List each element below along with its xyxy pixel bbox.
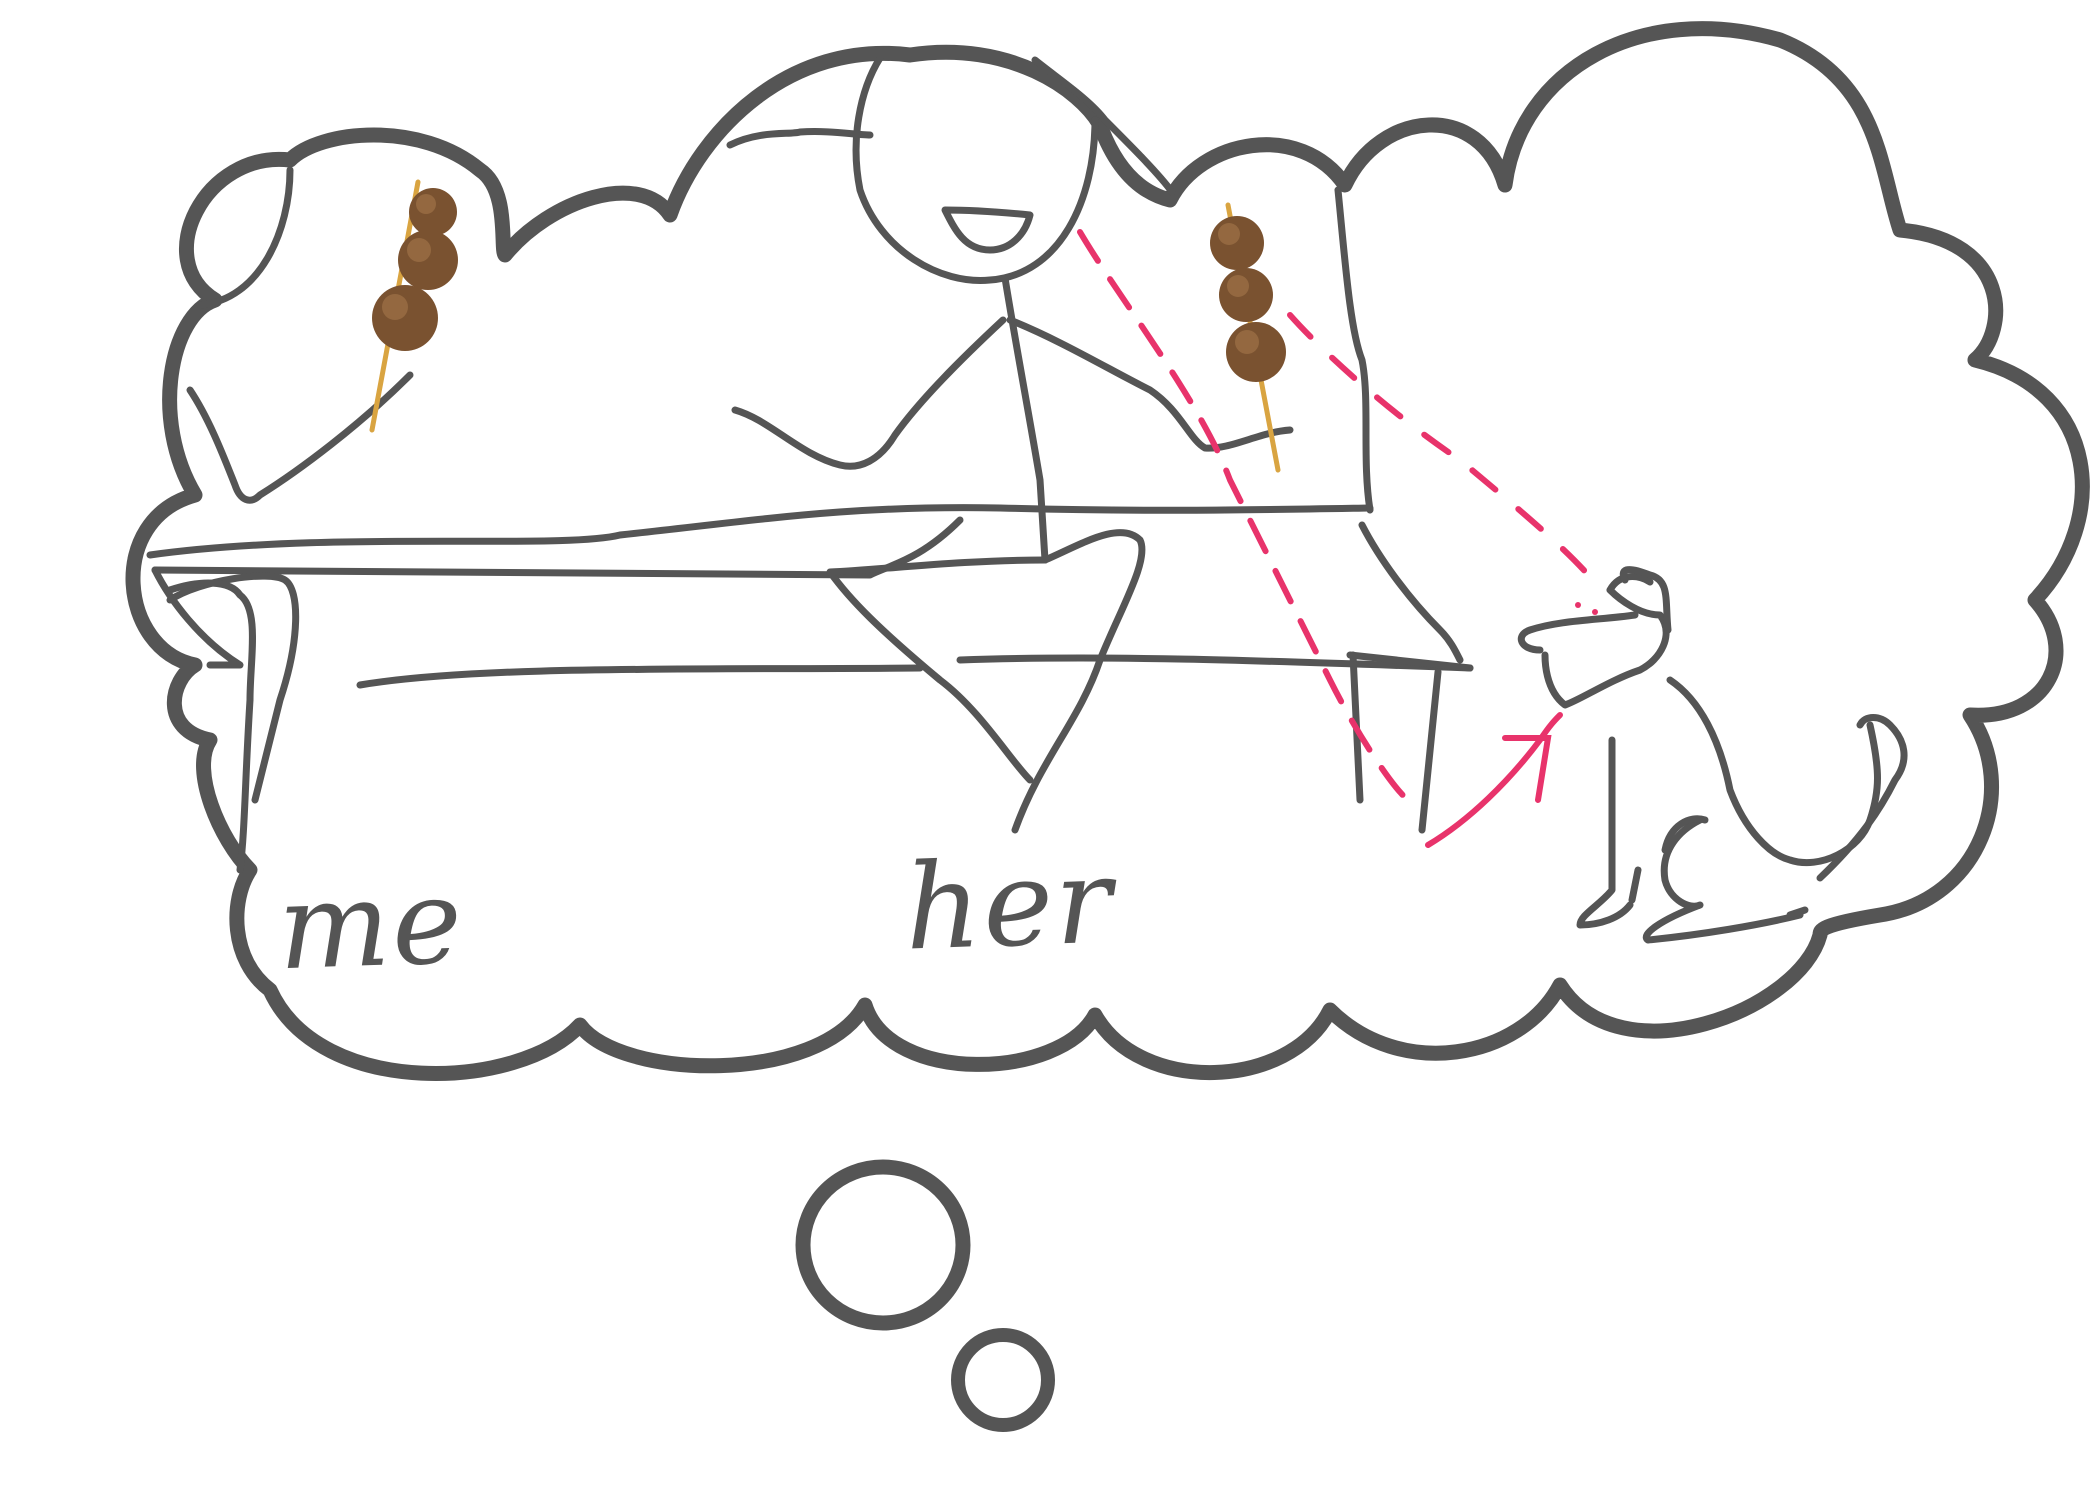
dog-head <box>1541 573 1670 709</box>
trajectory-line-far <box>1077 229 1411 803</box>
person-her-hair-right <box>1031 56 1176 196</box>
person-her-head <box>852 54 1099 284</box>
person-her-legs <box>1011 529 1146 834</box>
table-top-line <box>146 504 1374 559</box>
meatball <box>1219 268 1273 322</box>
meatball-skewer-right <box>1210 202 1286 473</box>
dog-ear <box>1619 566 1672 634</box>
table-right-bench-line <box>1346 651 1474 672</box>
meatball-highlight <box>1235 330 1259 354</box>
table-front-line <box>356 654 1474 689</box>
table-left-leg-back <box>166 579 256 874</box>
meatball-skewer-left <box>369 179 458 433</box>
trajectory-arrow-shaft <box>1425 712 1563 848</box>
meatball <box>1210 216 1264 270</box>
table-back-right-slant <box>1358 521 1464 664</box>
table-right-leg-2 <box>1418 668 1442 834</box>
person-her-smile <box>941 206 1034 254</box>
table-left-leg-connect <box>151 566 244 669</box>
person-her <box>726 54 1294 834</box>
meatball <box>1226 322 1286 382</box>
dog-snout <box>1517 611 1639 654</box>
person-me <box>186 166 414 504</box>
dog-back <box>1666 676 1881 867</box>
table <box>146 186 1474 874</box>
dot <box>1592 609 1598 615</box>
table-left-leg-front <box>166 572 300 804</box>
thought-bubble-small <box>951 1328 1055 1432</box>
dog-hind-leg <box>1642 816 1804 944</box>
meatball-highlight <box>1227 275 1249 297</box>
person-her-left-arm <box>731 316 1007 470</box>
meatball-highlight <box>416 194 436 214</box>
dog-front-leg-2 <box>1628 866 1642 904</box>
person-me-head <box>196 166 294 309</box>
dot <box>1575 602 1581 608</box>
thought-cloud <box>125 21 2090 1432</box>
dog-front-leg <box>1576 736 1634 929</box>
meatball-highlight <box>1218 223 1240 245</box>
table-back-right-post <box>1334 186 1374 514</box>
person-her-legs-front <box>826 556 1049 784</box>
trajectory-lines <box>1077 229 1603 848</box>
meatball <box>372 285 438 351</box>
thought-bubble-large <box>795 1159 971 1331</box>
snout-dots <box>1575 602 1598 615</box>
thought-cloud-outline <box>125 21 2090 1081</box>
trajectory-line-near <box>1287 312 1603 593</box>
dog-tail <box>1816 714 1908 882</box>
meatball-highlight <box>382 294 408 320</box>
person-me-arm <box>186 371 414 504</box>
dog-hind-leg-curl <box>1661 815 1709 854</box>
meatball <box>409 188 457 236</box>
trajectory-arrow-head <box>1502 735 1552 803</box>
meatball-highlight <box>407 238 431 262</box>
dog <box>1517 566 1908 944</box>
label-her: her <box>902 831 1116 977</box>
label-me: me <box>275 851 467 997</box>
person-her-hair <box>726 128 874 149</box>
person-her-body <box>1001 274 1049 564</box>
person-her-right-arm <box>1006 316 1294 452</box>
meatball <box>398 230 458 290</box>
dog-paw <box>1786 906 1809 919</box>
